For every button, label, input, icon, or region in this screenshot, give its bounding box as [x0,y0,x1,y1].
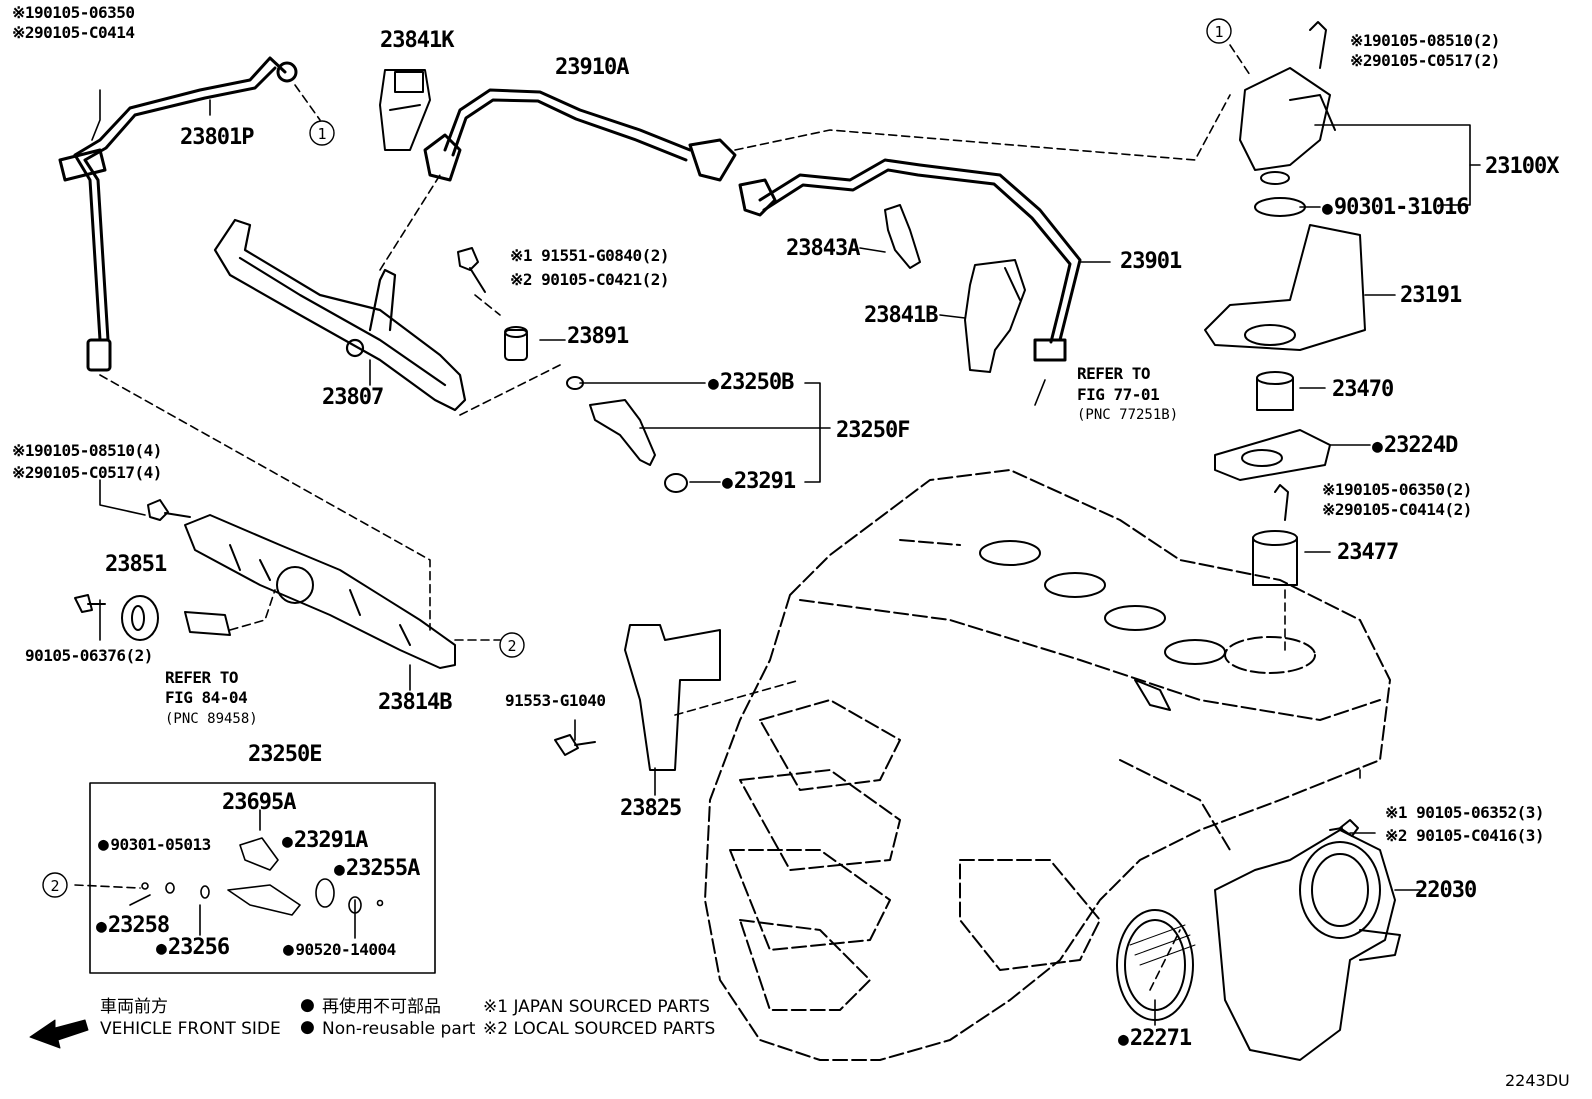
sensor-23851 [74,594,159,641]
callout-23695a[interactable]: 23695A [222,790,296,815]
callout-23291[interactable]: 23291 [722,471,796,493]
bolt-left-mid [147,499,191,521]
connector-23841b [964,259,1026,373]
sensor-23841k [379,69,431,151]
note-top-right-1: ※190105-08510(2) [1350,31,1500,50]
callout-23470[interactable]: 23470 [1332,377,1394,402]
cam-cover-ports [979,540,1316,711]
legend-dot-icon-2: ● [300,1017,315,1037]
delivery-pipe-23814b [184,514,456,669]
bracket-23825 [554,624,721,771]
ref-2-line1[interactable]: REFER TO [165,668,239,687]
callout-90301-31016[interactable]: 90301-31016 [1322,197,1470,219]
ref-2-line2[interactable]: FIG 84-04 [165,688,248,707]
ref-1-line2[interactable]: FIG 77-01 [1077,385,1160,404]
callout-23841b[interactable]: 23841B [864,303,938,328]
legend-note-1: ※1 JAPAN SOURCED PARTS [483,997,710,1017]
legend-front-jp: 車両前方 [100,997,168,1017]
legend-dot-icon-1: ● [300,995,315,1015]
callout-23851[interactable]: 23851 [105,552,167,577]
harness-23910a [423,88,737,182]
harness-23901 [738,158,1082,362]
clamp-23843a [884,204,921,269]
bolt-91551 [457,247,486,293]
note-throttle-1: ※1 90105-06352(3) [1385,803,1545,822]
callout-23100x[interactable]: 23100X [1485,154,1559,179]
note-rail-bolt-1: ※1 91551-G0840(2) [510,246,670,265]
callout-23256[interactable]: 23256 [156,937,230,959]
legend-note-2: ※2 LOCAL SOURCED PARTS [483,1019,716,1039]
engine-block-outline [704,469,1391,1061]
callout-23291a[interactable]: 23291A [282,830,368,852]
legend-front-en: VEHICLE FRONT SIDE [100,1019,281,1039]
callout-23191[interactable]: 23191 [1400,283,1462,308]
lifter-23470 [1256,371,1294,411]
gasket-23224d [1214,429,1331,481]
legend-nonreuse-jp: 再使用不可部品 [322,997,441,1017]
legend-nonreuse-en: Non-reusable part [322,1019,476,1039]
sensor-ref-84 [184,611,231,636]
callout-23843a[interactable]: 23843A [786,236,860,261]
callout-91553-g1040[interactable]: 91553-G1040 [505,691,606,710]
callout-23258[interactable]: 23258 [96,915,170,937]
marker-1-a: 1 [317,125,326,143]
note-top-right-2: ※290105-C0517(2) [1350,51,1500,70]
inset-box-23250e [89,782,436,974]
diagram-code: 2243DU [1505,1071,1570,1090]
marker-2-b: 2 [50,877,59,895]
pump-23100x [1239,21,1336,217]
circle-markers [42,18,1232,898]
callout-23801p[interactable]: 23801P [180,125,254,150]
callout-23250e[interactable]: 23250E [248,742,322,767]
callout-23250b[interactable]: 23250B [708,372,794,394]
ref-1-line3: (PNC 77251B) [1077,407,1179,423]
harness-23801p [58,56,298,372]
gasket-22271 [1116,909,1196,1021]
callout-23807[interactable]: 23807 [322,385,384,410]
note-throttle-2: ※2 90105-C0416(3) [1385,826,1545,845]
case-23477 [1252,484,1298,586]
note-rail-bolt-2: ※2 90105-C0421(2) [510,270,670,289]
callout-23901[interactable]: 23901 [1120,249,1182,274]
callout-23891[interactable]: 23891 [567,324,629,349]
note-right-mid-1: ※190105-06350(2) [1322,480,1472,499]
callout-23477[interactable]: 23477 [1337,540,1399,565]
callout-23255a[interactable]: 23255A [334,858,420,880]
ref-1-line1[interactable]: REFER TO [1077,364,1151,383]
callout-23250f[interactable]: 23250F [836,418,910,443]
fuel-rail-23807 [213,218,467,412]
callout-90301-05013[interactable]: 90301-05013 [98,836,211,854]
callout-23814b[interactable]: 23814B [378,690,452,715]
note-left-mid-1: ※190105-08510(4) [12,441,162,460]
injector-23250f [566,376,688,493]
callout-22271[interactable]: 22271 [1118,1028,1192,1050]
note-right-mid-2: ※290105-C0414(2) [1322,500,1472,519]
ref-2-line3: (PNC 89458) [165,711,258,727]
callout-23910a[interactable]: 23910A [555,55,629,80]
callout-90520-14004[interactable]: 90520-14004 [283,941,396,959]
note-top-left-1: ※190105-06350 [12,3,135,22]
insulator-23191 [1204,224,1366,351]
note-top-left-2: ※290105-C0414 [12,23,135,42]
collar-23891 [504,326,528,361]
callout-23224d[interactable]: 23224D [1372,435,1458,457]
callout-23825[interactable]: 23825 [620,796,682,821]
callout-23841k[interactable]: 23841K [380,28,454,53]
callout-22030[interactable]: 22030 [1415,878,1477,903]
dashed-leaders [74,44,1361,991]
inset-parts [141,837,384,916]
marker-2-a: 2 [507,637,516,655]
vehicle-front-arrow [29,1019,89,1049]
note-left-mid-2: ※290105-C0517(4) [12,463,162,482]
solid-leaders [91,89,1481,1026]
marker-1-b: 1 [1214,23,1223,41]
callout-90105-06376[interactable]: 90105-06376(2) [25,646,153,665]
throttle-body-22030 [1214,819,1401,1061]
